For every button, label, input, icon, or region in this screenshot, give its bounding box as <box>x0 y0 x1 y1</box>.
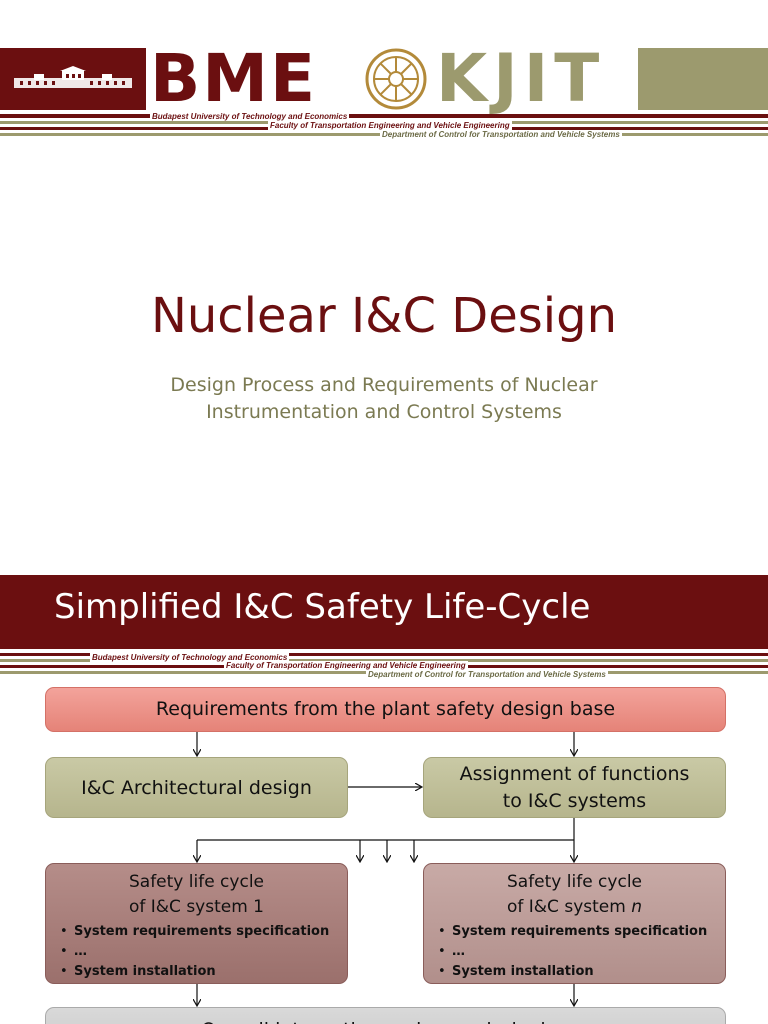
assignment-line: to I&C systems <box>502 790 647 812</box>
list-item: … <box>60 942 347 962</box>
list-item: … <box>438 942 725 962</box>
faculty-name: Faculty of Transportation Engineering an… <box>268 121 512 130</box>
header-stripe <box>0 659 768 662</box>
title-slide: BME KJIT Budapest University of Technolo… <box>0 40 768 426</box>
system-heading-prefix: of I&C system <box>507 897 632 917</box>
flow-connectors <box>0 732 768 1024</box>
list-item-text: … <box>452 944 465 959</box>
system-heading-line: Safety life cycle <box>128 872 264 892</box>
lifecycle-slide: Simplified I&C Safety Life-Cycle Budapes… <box>0 575 768 1024</box>
system1-lifecycle-box: Safety life cycle of I&C system 1 System… <box>45 863 348 984</box>
list-item-text: System requirements specification <box>452 924 708 939</box>
university-name: Budapest University of Technology and Ec… <box>90 653 290 662</box>
architectural-design-box: I&C Architectural design <box>45 757 348 818</box>
system1-steps: System requirements specification … Syst… <box>46 922 347 982</box>
system-heading-line: Safety life cycle <box>506 872 642 892</box>
slide-title: Simplified I&C Safety Life-Cycle <box>54 587 591 627</box>
department-name: Department of Control for Transportation… <box>380 130 622 139</box>
system-heading-line: of I&C system n <box>424 895 725 920</box>
systemn-steps: System requirements specification … Syst… <box>424 922 725 982</box>
list-item-text: System installation <box>452 964 594 979</box>
kjit-logo-text: KJIT <box>436 40 606 117</box>
list-item: System installation <box>438 962 725 982</box>
wheel-logo-icon <box>365 48 427 110</box>
bme-logo-text: BME <box>150 40 318 117</box>
department-name: Department of Control for Transportation… <box>366 670 608 679</box>
slide-title-bar <box>0 575 768 649</box>
presentation-subtitle: Design Process and Requirements of Nucle… <box>0 372 768 426</box>
subtitle-line: Design Process and Requirements of Nucle… <box>170 374 598 396</box>
university-name: Budapest University of Technology and Ec… <box>150 112 350 121</box>
overall-integration-box: Overall integration and commissioning <box>45 1007 726 1024</box>
faculty-name: Faculty of Transportation Engineering an… <box>224 661 468 670</box>
list-item-text: System installation <box>74 964 216 979</box>
system1-heading: Safety life cycle of I&C system 1 <box>46 864 347 920</box>
list-item: System requirements specification <box>438 922 725 942</box>
assignment-box: Assignment of functions to I&C systems <box>423 757 726 818</box>
list-item-text: … <box>74 944 87 959</box>
system-heading-line: of I&C system 1 <box>128 897 264 917</box>
assignment-line: Assignment of functions <box>459 763 690 785</box>
requirements-box: Requirements from the plant safety desig… <box>45 687 726 732</box>
systemn-lifecycle-box: Safety life cycle of I&C system n System… <box>423 863 726 984</box>
list-item: System installation <box>60 962 347 982</box>
kjit-logo-block <box>638 48 768 110</box>
university-building-icon <box>14 66 132 88</box>
list-item-text: System requirements specification <box>74 924 330 939</box>
subtitle-line: Instrumentation and Control Systems <box>206 401 562 423</box>
systemn-heading: Safety life cycle of I&C system n <box>424 864 725 920</box>
presentation-title: Nuclear I&C Design <box>150 288 618 344</box>
header-stripe <box>0 653 768 656</box>
list-item: System requirements specification <box>60 922 347 942</box>
system-index-variable: n <box>631 897 642 917</box>
header-stripe <box>0 114 768 118</box>
